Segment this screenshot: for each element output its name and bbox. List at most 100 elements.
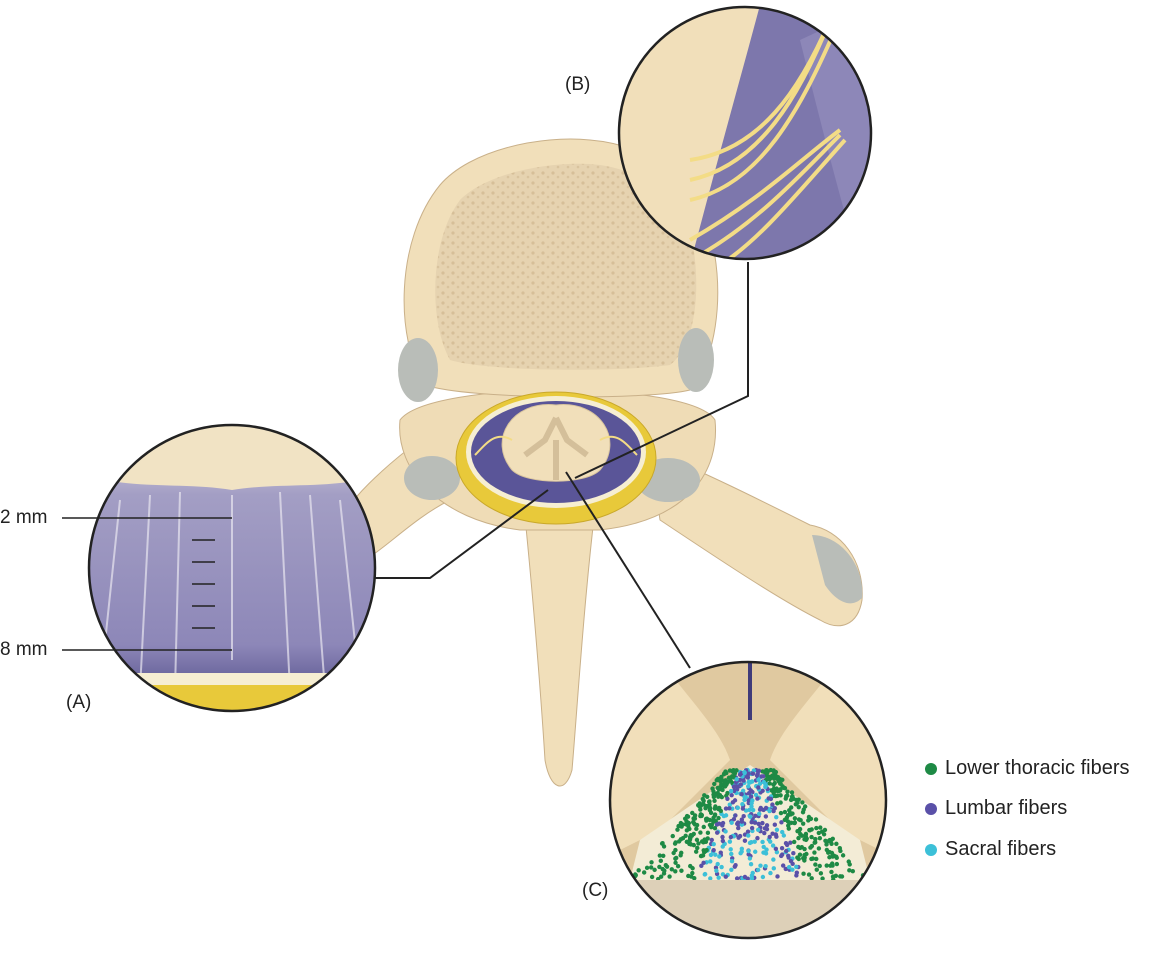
fiber-dot xyxy=(722,783,727,788)
fiber-dot xyxy=(789,790,795,795)
fiber-dot xyxy=(671,850,676,856)
fiber-dot xyxy=(746,790,752,796)
fiber-dot xyxy=(824,847,830,853)
legend-item-lumbar: Lumbar fibers xyxy=(925,797,1067,820)
fiber-dot xyxy=(717,854,722,859)
fiber-dot xyxy=(790,867,795,872)
fiber-dot xyxy=(704,847,709,853)
fiber-dot xyxy=(711,841,716,847)
fiber-dot xyxy=(830,863,835,868)
fiber-dot xyxy=(748,780,753,785)
fiber-dot xyxy=(834,841,839,847)
fiber-dot xyxy=(773,846,779,852)
fiber-dot xyxy=(748,814,753,819)
fiber-dot xyxy=(707,805,713,811)
fiber-dot xyxy=(721,813,727,819)
fiber-dot xyxy=(787,811,793,817)
fiber-dot xyxy=(729,851,734,857)
fiber-dot xyxy=(796,835,801,841)
fiber-dot xyxy=(707,802,712,807)
fiber-dot xyxy=(776,789,781,794)
fiber-dot xyxy=(786,823,791,828)
fiber-dot xyxy=(782,809,788,815)
fiber-dot xyxy=(801,871,806,876)
label-8mm: 8 mm xyxy=(0,639,48,660)
fiber-dot xyxy=(829,841,834,846)
fiber-dot xyxy=(749,804,754,809)
fiber-dot xyxy=(694,826,699,832)
fiber-dot xyxy=(697,803,702,809)
fiber-dot xyxy=(768,776,773,781)
fiber-dot xyxy=(749,825,755,831)
fiber-dot xyxy=(727,839,733,844)
fiber-dot xyxy=(689,874,694,879)
fiber-dot xyxy=(711,815,716,820)
fiber-dot xyxy=(684,818,689,824)
fiber-dot xyxy=(781,833,787,838)
fiber-dot xyxy=(714,868,719,873)
fiber-dot xyxy=(734,776,739,782)
fiber-dot xyxy=(780,784,785,789)
fiber-dot xyxy=(736,835,741,840)
fiber-dot xyxy=(806,818,811,823)
fiber-dot xyxy=(711,848,716,853)
denticulate-ligament-left xyxy=(474,435,513,456)
fiber-dot xyxy=(731,784,737,790)
legend-item-lower-thoracic: Lower thoracic fibers xyxy=(925,757,1130,780)
fiber-dot xyxy=(691,842,697,848)
fiber-dot xyxy=(767,808,772,814)
vertebral-body-cancellous xyxy=(435,163,697,370)
fiber-dot xyxy=(839,874,845,879)
fiber-dot xyxy=(754,773,760,778)
facet-left-upper xyxy=(398,338,438,402)
fiber-dot xyxy=(725,796,730,801)
fiber-dot xyxy=(813,862,818,867)
legend-label: Lumbar fibers xyxy=(945,797,1068,819)
fiber-dot xyxy=(720,787,725,793)
fiber-dot xyxy=(824,863,829,868)
fiber-dot xyxy=(708,876,713,881)
fiber-dot xyxy=(761,779,766,785)
fiber-dot xyxy=(784,848,789,854)
fiber-dot xyxy=(728,788,734,794)
fiber-dot xyxy=(755,796,760,801)
fiber-dot xyxy=(723,806,729,811)
fiber-dot xyxy=(657,853,663,858)
fiber-dot xyxy=(756,785,761,790)
fiber-dot xyxy=(774,814,779,820)
fiber-dot xyxy=(707,817,712,823)
fiber-dot xyxy=(731,769,736,775)
fiber-dot xyxy=(763,784,768,790)
fiber-dot xyxy=(648,865,654,870)
fiber-dot xyxy=(705,830,711,836)
fiber-dot xyxy=(755,835,760,841)
fiber-dot xyxy=(702,871,708,877)
fiber-dot xyxy=(729,867,734,872)
fiber-dot xyxy=(692,822,698,827)
fiber-dot xyxy=(699,812,705,818)
fiber-dot xyxy=(745,829,751,834)
fiber-dot xyxy=(803,831,809,837)
fiber-dot xyxy=(679,868,684,873)
fiber-dot xyxy=(758,863,763,868)
fiber-dot xyxy=(800,821,806,826)
fiber-dot xyxy=(809,876,814,881)
fiber-dot xyxy=(742,874,748,880)
fiber-dot xyxy=(750,807,756,813)
fiber-dot xyxy=(725,790,730,796)
fiber-dot xyxy=(759,774,764,779)
fiber-dot xyxy=(749,800,754,806)
fiber-dot xyxy=(731,788,737,794)
fiber-dot xyxy=(760,820,765,826)
fiber-dot xyxy=(729,792,734,798)
fiber-dot xyxy=(676,823,681,829)
fiber-dot xyxy=(774,850,780,855)
fiber-dot xyxy=(810,856,815,861)
fiber-dot xyxy=(779,820,784,825)
fiber-dot xyxy=(690,866,695,871)
fiber-dot xyxy=(649,874,655,880)
fiber-dot xyxy=(802,804,808,809)
fiber-dot xyxy=(701,801,706,807)
fiber-dot xyxy=(675,863,681,869)
